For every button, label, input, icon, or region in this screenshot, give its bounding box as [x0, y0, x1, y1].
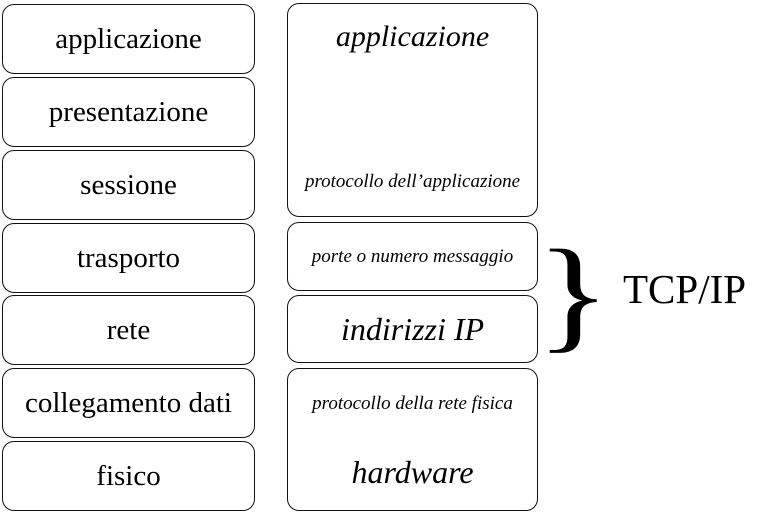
osi-layer-box-presentazione: presentazione — [2, 77, 255, 147]
osi-layer-box-applicazione: applicazione — [2, 4, 255, 74]
osi-layer-label: presentazione — [48, 95, 209, 128]
osi-layer-label: collegamento dati — [25, 386, 232, 419]
network-box-title: indirizzi IP — [340, 310, 485, 347]
tcpip-brace: } — [535, 232, 611, 358]
osi-layer-box-fisico: fisico — [2, 441, 255, 511]
osi-layer-label: rete — [106, 313, 151, 346]
application-protocol-box: applicazione protocollo dell’applicazion… — [287, 3, 538, 217]
osi-layer-box-collegamento-dati: collegamento dati — [2, 368, 255, 438]
transport-protocol-box: porte o numero messaggio — [287, 222, 538, 291]
osi-layer-label: trasporto — [76, 241, 181, 274]
physical-box-title: hardware — [351, 454, 474, 491]
physical-protocol-box: protocollo della rete fisica hardware — [287, 368, 538, 511]
physical-box-note: protocollo della rete fisica — [312, 393, 513, 414]
tcpip-label: TCP/IP — [623, 266, 747, 312]
osi-layer-label: sessione — [80, 168, 177, 201]
osi-layer-box-rete: rete — [2, 295, 255, 365]
network-protocol-box: indirizzi IP — [287, 295, 538, 363]
application-box-note: protocollo dell’applicazione — [304, 171, 521, 193]
application-box-title: applicazione — [335, 20, 490, 53]
osi-layer-label: fisico — [96, 459, 161, 492]
curly-brace-glyph: } — [535, 225, 611, 364]
osi-layer-box-sessione: sessione — [2, 150, 255, 220]
osi-layer-label: applicazione — [55, 22, 202, 55]
transport-box-note: porte o numero messaggio — [311, 245, 514, 267]
osi-layer-box-trasporto: trasporto — [2, 223, 255, 293]
